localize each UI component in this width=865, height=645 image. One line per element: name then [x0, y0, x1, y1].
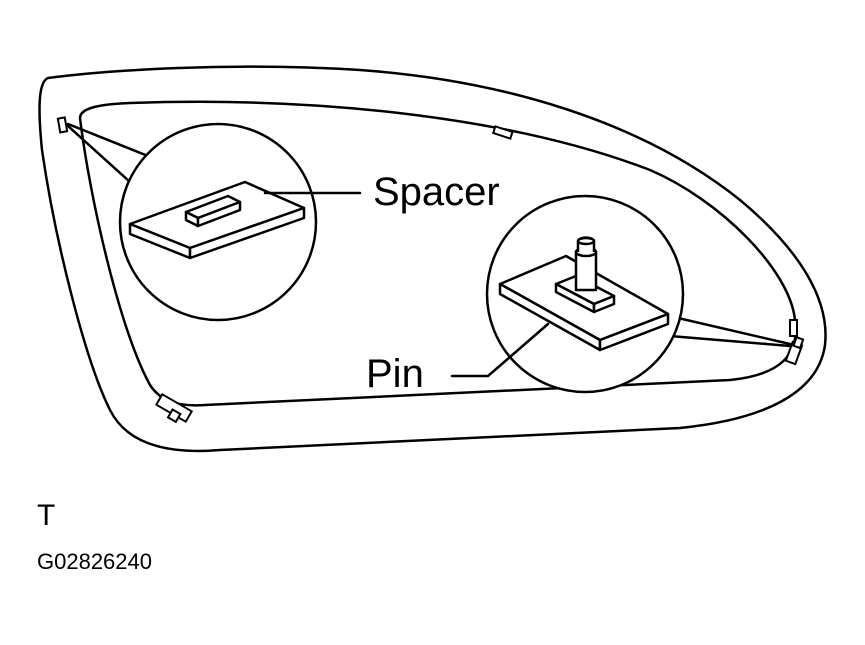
clip-mark-top — [491, 125, 514, 140]
figure-code: G02826240 — [37, 549, 152, 574]
spacer-part-drawing — [128, 180, 306, 260]
spacer-label: Spacer — [373, 170, 500, 214]
pin-pointer-line-top — [676, 316, 792, 346]
clip-mark-upper-left — [56, 116, 69, 134]
pin-part-drawing — [498, 236, 670, 352]
corner-letter: T — [37, 499, 55, 532]
panel-inner-outline — [78, 100, 797, 407]
pin-pointer-line-bottom — [668, 334, 792, 348]
clip-mark-right-upper — [789, 319, 798, 337]
panel-outer-outline — [38, 65, 827, 453]
spacer-pointer-line-top — [66, 122, 150, 158]
pin-label: Pin — [366, 352, 424, 396]
spacer-pointer-line-bottom — [66, 124, 132, 184]
pin-leader-line — [450, 322, 550, 378]
clip-mark-bottom-left-tab — [166, 408, 182, 424]
clip-mark-right-lower-inner — [792, 335, 805, 350]
